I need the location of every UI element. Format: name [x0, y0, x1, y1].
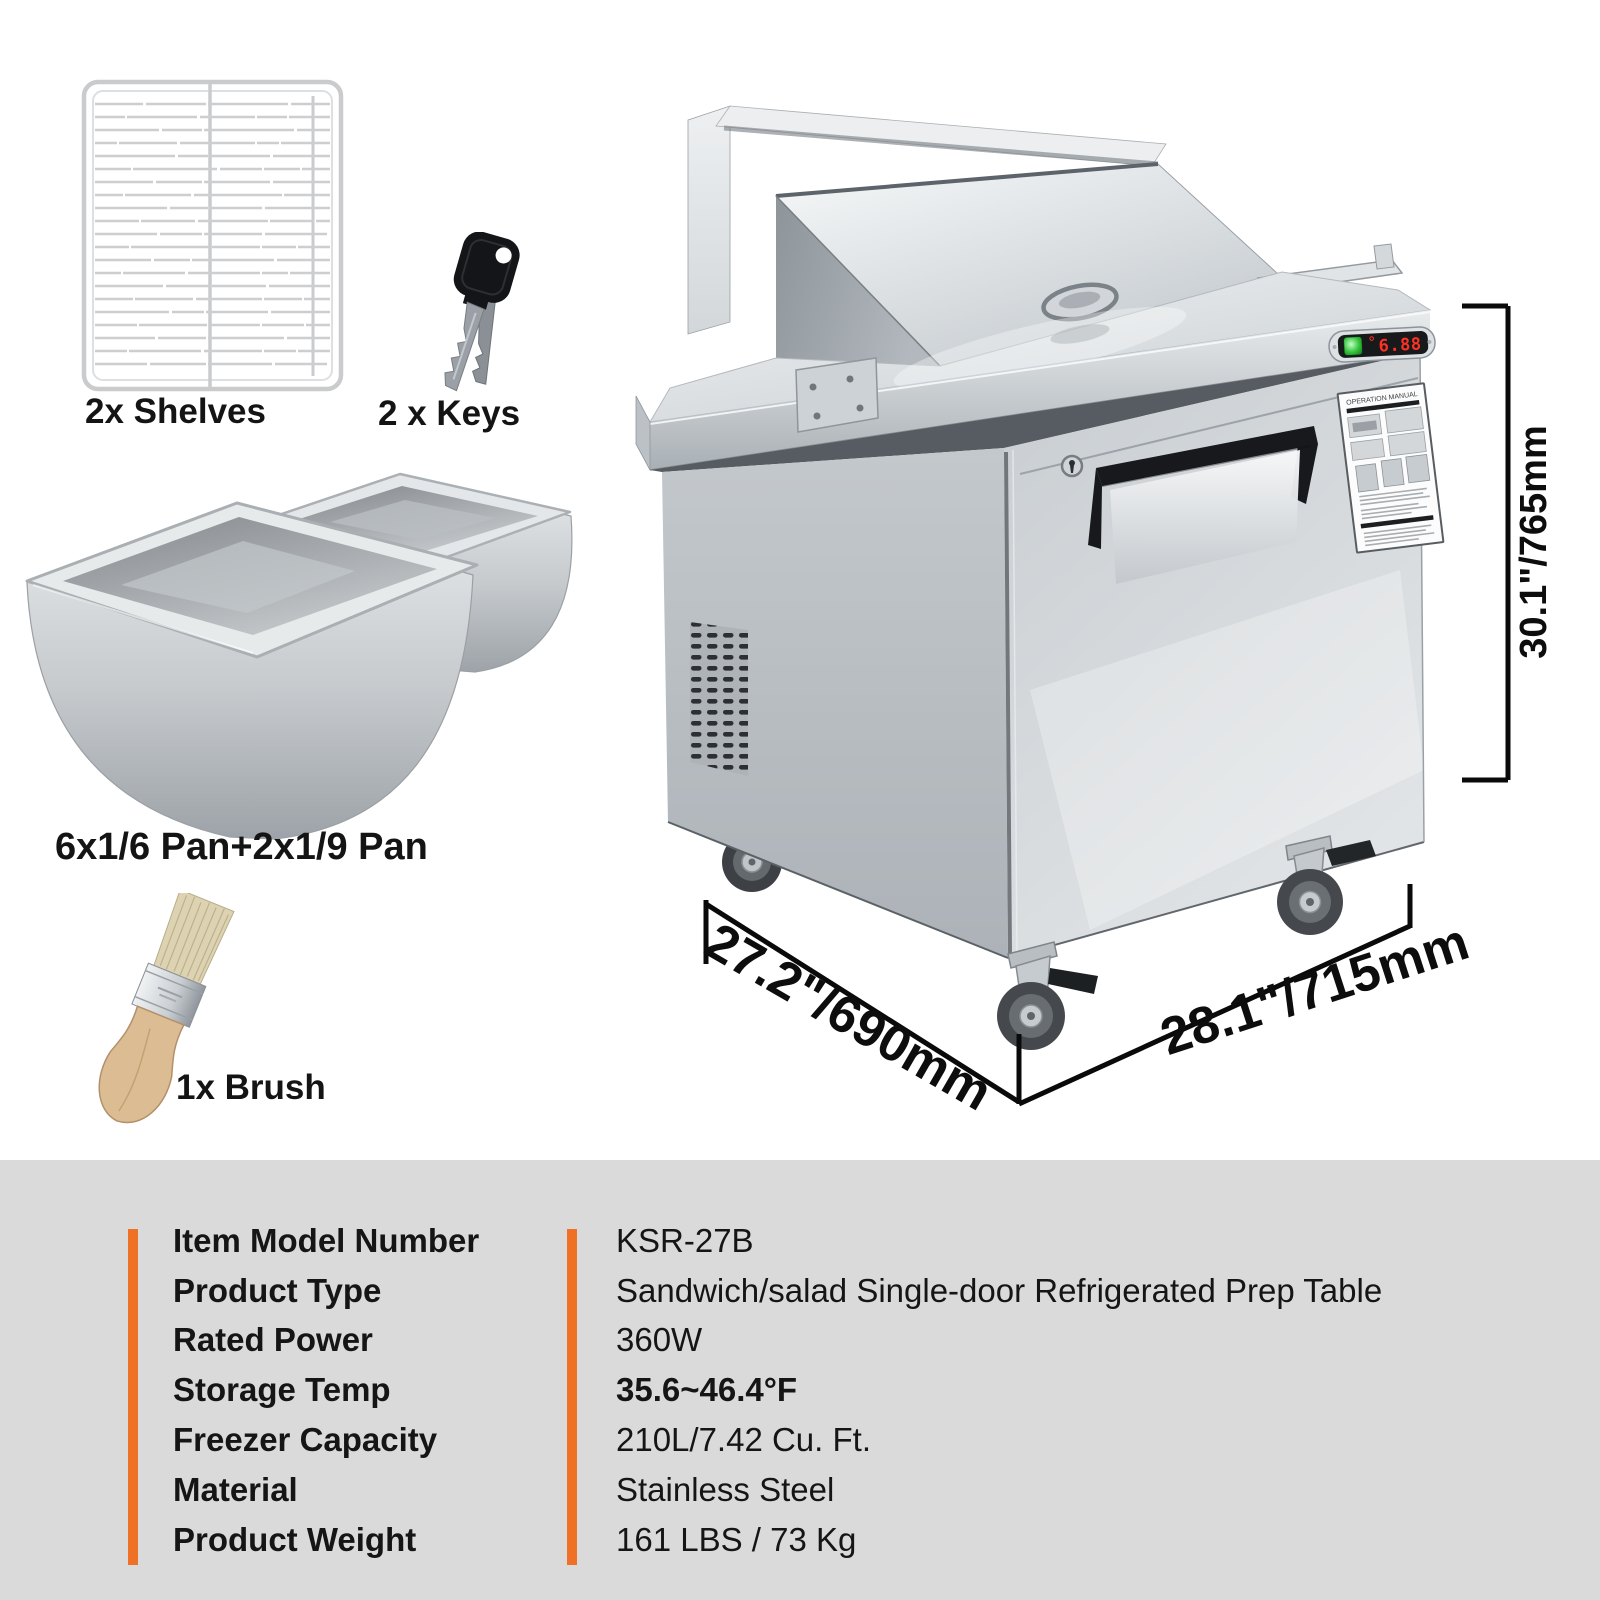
keys-image	[444, 232, 520, 392]
spec-value: Stainless Steel	[616, 1471, 835, 1509]
brush-label: 1x Brush	[176, 1068, 326, 1107]
spec-row-freezer-capacity: Freezer Capacity 210L/7.42 Cu. Ft.	[0, 1416, 1600, 1466]
spec-row-storage-temp: Storage Temp 35.6~46.4°F	[0, 1366, 1600, 1416]
spec-value: 35.6~46.4°F	[616, 1371, 798, 1409]
vent-grille	[690, 622, 748, 776]
door-handle	[1088, 426, 1318, 584]
accent-bar-left	[128, 1229, 138, 1565]
lid-handle-icon	[1041, 282, 1119, 322]
counter-top	[635, 271, 1432, 471]
spec-panel: Item Model Number KSR-27B Product Type S…	[0, 1160, 1600, 1600]
shelves-label: 2x Shelves	[85, 392, 266, 431]
pans-image	[25, 472, 573, 840]
sixth-pan	[25, 501, 479, 840]
counter-bracket	[795, 357, 879, 433]
cabinet-left-panel	[662, 448, 1009, 959]
spec-row-item-model-number: Item Model Number KSR-27B	[0, 1217, 1600, 1267]
spec-row-product-type: Product Type Sandwich/salad Single-door …	[0, 1267, 1600, 1317]
spec-label: Product Weight	[173, 1520, 417, 1558]
spec-label: Rated Power	[173, 1321, 373, 1359]
dimension-height-label: 30.1"/765mm	[1513, 425, 1555, 659]
spec-row-rated-power: Rated Power 360W	[0, 1317, 1600, 1367]
wheel-brake-pedal	[1048, 968, 1098, 994]
prep-table-image: 6.88 OPERATION MANUAL	[635, 105, 1555, 1122]
caster-wheel-front	[997, 941, 1098, 1050]
spec-value: KSR-27B	[616, 1222, 754, 1260]
pans-label: 6x1/6 Pan+2x1/9 Pan	[55, 826, 428, 868]
spec-label: Item Model Number	[173, 1222, 480, 1260]
wire-shelf-image	[81, 79, 344, 392]
cabinet-door	[1004, 351, 1425, 959]
caster-wheel-right	[1277, 835, 1376, 935]
keys-label: 2 x Keys	[378, 394, 521, 433]
power-indicator	[1343, 336, 1363, 356]
led-digits: 6.88	[1378, 334, 1422, 356]
shelf-wires	[95, 102, 330, 366]
hood-back-panel	[687, 105, 731, 335]
brush-image	[98, 893, 235, 1124]
shelf-frame	[81, 79, 344, 392]
dimension-depth-label: 27.2"/690mm	[696, 912, 1002, 1122]
dimension-lines	[703, 303, 1511, 1107]
back-key	[472, 291, 497, 385]
brush-handle	[98, 1005, 185, 1124]
hood	[687, 105, 1404, 380]
door-hinge-seam	[1004, 451, 1012, 955]
spec-label: Storage Temp	[173, 1371, 391, 1409]
spec-table: Item Model Number KSR-27B Product Type S…	[0, 1217, 1600, 1566]
key-ring-hole	[495, 247, 512, 264]
temperature-display: 6.88	[1328, 326, 1436, 363]
spec-value: 210L/7.42 Cu. Ft.	[616, 1421, 871, 1459]
spec-row-product-weight: Product Weight 161 LBS / 73 Kg	[0, 1516, 1600, 1566]
operation-manual-sticker: OPERATION MANUAL	[1336, 382, 1445, 554]
spec-label: Product Type	[173, 1271, 382, 1309]
front-key	[444, 232, 520, 392]
accent-bar-middle	[567, 1229, 577, 1565]
spec-value: 161 LBS / 73 Kg	[616, 1520, 857, 1558]
spec-label: Freezer Capacity	[173, 1421, 438, 1459]
spec-row-material: Material Stainless Steel	[0, 1466, 1600, 1516]
spec-value: Sandwich/salad Single-door Refrigerated …	[616, 1271, 1383, 1309]
wheel-brake-pedal	[1326, 840, 1376, 866]
counter-shadow-gap	[650, 352, 1430, 472]
dimension-width-label: 28.1"/715mm	[1154, 913, 1476, 1067]
door-lock-icon	[1060, 454, 1084, 478]
spec-label: Material	[173, 1471, 298, 1509]
spec-value: 360W	[616, 1321, 703, 1359]
